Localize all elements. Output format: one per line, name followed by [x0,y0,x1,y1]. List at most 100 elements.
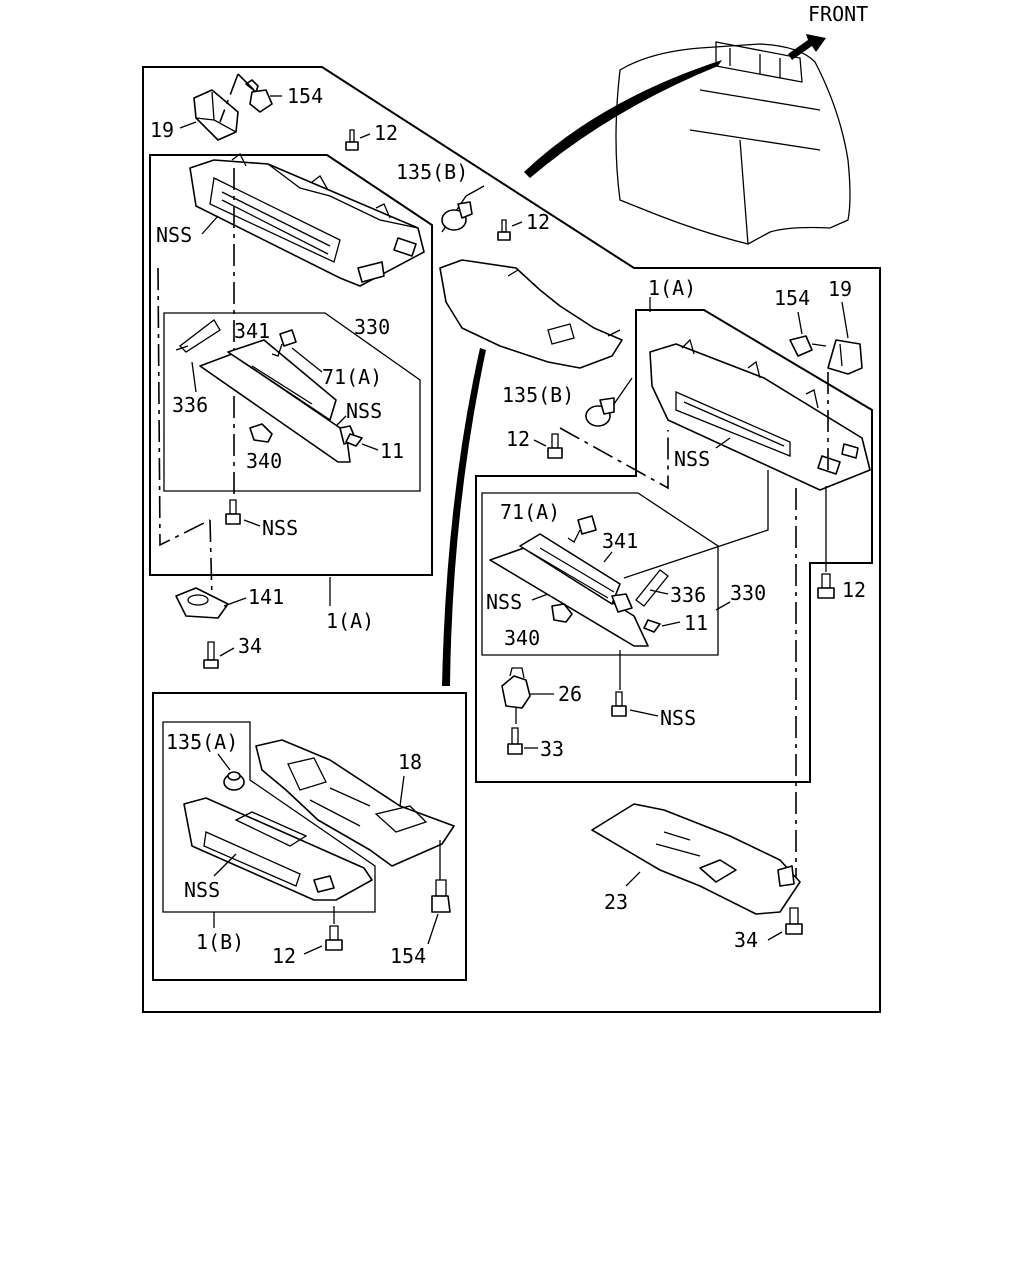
callout-1b: 1(B) [196,930,244,954]
callout-12: 12 [842,578,866,602]
callout-11: 11 [684,611,708,635]
tr-glovebox-housing [649,338,871,491]
callout-336: 336 [670,583,706,607]
tr-screw-12a [547,433,563,459]
center-cover-panel [439,259,623,369]
callout-154: 154 [390,944,426,968]
tr-link-door [623,470,769,579]
tr-pin-11 [643,619,661,633]
tr-sub-frame [475,309,873,783]
tr-leader-336 [649,589,669,595]
tl-door-330 [199,339,357,463]
reference-leader-top [524,60,722,178]
callout-135b: 135(B) [396,160,468,184]
tl-leader-nss1 [201,215,219,235]
callout-23: 23 [604,890,628,914]
tl-hinge-336 [175,319,221,353]
tr-mat-23 [591,803,801,915]
tl-leader-336 [191,361,197,393]
dashboard-reference [615,41,851,245]
tr-screw-71a [567,515,597,543]
bl-glovebox-1b [183,797,373,901]
reference-leader-left [442,348,486,686]
callout-141: 141 [248,585,284,609]
tr-bolt-154 [789,335,827,357]
callout-19: 19 [828,277,852,301]
bl-bolt-154 [431,879,451,913]
tr-leader-nss2 [531,593,549,601]
tl-screw-12b [497,219,511,241]
callout-nss: NSS [674,447,710,471]
tl-leader-34 [219,647,235,657]
tl-leader-19 [179,121,197,129]
callout-154: 154 [287,84,323,108]
tr-leader-nss1 [715,437,731,449]
tr-leader-330 [715,601,731,611]
callout-19: 19 [150,118,174,142]
callout-nss: NSS [184,878,220,902]
tr-dash-12 [559,427,669,490]
callout-1a: 1(A) [648,276,696,300]
tr-leader-154 [797,311,803,335]
tl-inner-frame [163,312,421,492]
tr-screw-12b [817,573,835,599]
tl-bracket-19 [193,89,239,141]
callout-11: 11 [380,439,404,463]
tr-leader-19 [841,301,849,339]
callout-340: 340 [246,449,282,473]
callout-1a: 1(A) [326,609,374,633]
tr-leader-nss3 [629,709,659,717]
callout-nss: NSS [156,223,192,247]
tr-screw-nss [611,691,627,717]
callout-nss: NSS [346,399,382,423]
tr-leader-135b [613,377,633,405]
callout-12: 12 [374,121,398,145]
tr-clip-26 [501,667,531,709]
callout-12: 12 [526,210,550,234]
front-label: FRONT [808,2,868,26]
bl-bracket-18 [255,739,455,867]
callout-71a: 71(A) [500,500,560,524]
callout-nss: NSS [660,706,696,730]
tr-leader-341 [603,551,613,563]
tl-leader-12b [511,221,523,227]
callout-34: 34 [238,634,262,658]
callout-341: 341 [234,319,270,343]
tl-dash-bolt [219,73,257,123]
callout-12: 12 [272,944,296,968]
callout-12: 12 [506,427,530,451]
main-frame [142,66,881,1013]
tl-sub-frame [149,154,433,576]
front-arrow-icon [788,34,826,60]
callout-336: 336 [172,393,208,417]
callout-nss: NSS [486,590,522,614]
tl-leader-11 [361,443,379,451]
tr-leader-12a [533,439,547,447]
callout-341: 341 [602,529,638,553]
tl-leader-12a [359,133,371,139]
tr-latch-340 [551,603,573,623]
tl-screw-12a [345,129,359,151]
tl-glovebox-housing [189,153,425,287]
callout-34: 34 [734,928,758,952]
bl-leader-135a [217,753,231,771]
callout-71a: 71(A) [322,365,382,389]
callout-330: 330 [354,315,390,339]
tr-screw-33 [507,727,523,755]
callout-154: 154 [774,286,810,310]
tr-leader-11 [661,621,681,627]
tl-dash-left [157,267,211,547]
bl-frame [152,692,467,981]
tr-bracket-19 [827,339,863,375]
tr-inner-frame [481,492,719,656]
tl-dash-down [209,519,213,601]
tl-screw-34 [203,641,219,669]
bl-clip-135a [223,771,245,791]
tl-leader-71a [291,347,323,373]
tl-leader-141 [223,597,247,607]
tl-latch-340 [249,423,273,443]
callout-33: 33 [540,737,564,761]
tr-hinge-336 [635,569,669,607]
